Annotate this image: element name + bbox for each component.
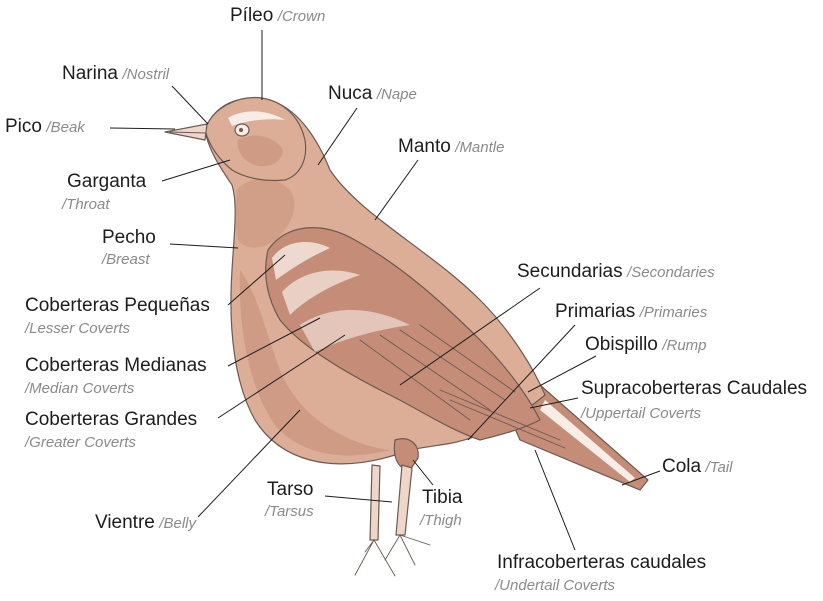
- label-secondaries: Secundarias /Secondaries: [517, 262, 715, 281]
- leader-line-nostril: [172, 86, 208, 124]
- leader-line-nape: [318, 108, 357, 165]
- label-greater-coverts-en-row: /Greater Coverts: [25, 435, 136, 451]
- feet: [355, 535, 430, 576]
- label-primaries-es: Primarias: [555, 301, 635, 322]
- label-tail: Cola /Tail: [662, 457, 733, 476]
- eye-pupil: [239, 128, 243, 132]
- label-tarsus-es: Tarso: [267, 479, 313, 500]
- label-breast-en-row: /Breast: [102, 252, 150, 268]
- bird-figure: [165, 98, 648, 576]
- label-belly: Vientre /Belly: [95, 513, 196, 532]
- label-breast: Pecho: [102, 228, 156, 247]
- label-primaries-en: Primaries: [644, 304, 707, 321]
- label-greater-coverts-es: Coberteras Grandes: [25, 409, 197, 430]
- label-median-coverts-en: Median Coverts: [29, 380, 134, 397]
- label-nape-en: Nape: [381, 86, 417, 103]
- label-median-coverts-en-row: /Median Coverts: [25, 381, 134, 397]
- label-lesser-coverts: Coberteras Pequeñas: [25, 296, 210, 315]
- label-median-coverts-es: Coberteras Medianas: [25, 355, 207, 376]
- label-beak-en: Beak: [51, 119, 85, 136]
- label-breast-en: Breast: [106, 251, 149, 268]
- label-nostril: Narina /Nostril: [62, 64, 169, 83]
- leader-line-thigh: [413, 460, 433, 485]
- label-belly-es: Vientre: [95, 512, 155, 533]
- label-thigh-es: Tibia: [422, 487, 462, 508]
- label-lesser-coverts-en: Lesser Coverts: [29, 320, 130, 337]
- label-secondaries-es: Secundarias: [517, 261, 623, 282]
- leg-tarsus: [396, 465, 412, 535]
- label-crown: Píleo /Crown: [230, 6, 325, 25]
- label-undertail-coverts-en-row: /Undertail Coverts: [495, 578, 615, 594]
- leader-line-throat: [162, 160, 230, 181]
- label-nostril-en: Nostril: [127, 66, 170, 83]
- label-uppertail-coverts-es: Supracoberteras Caudales: [581, 378, 807, 399]
- label-uppertail-coverts: Supracoberteras Caudales /Uppertail Cove…: [581, 377, 821, 426]
- label-mantle: Manto /Mantle: [398, 137, 504, 156]
- label-throat: Garganta: [67, 172, 146, 191]
- label-lesser-coverts-es: Coberteras Pequeñas: [25, 295, 210, 316]
- label-rump-en: Rump: [667, 337, 707, 354]
- label-tarsus-en-row: /Tarsus: [265, 504, 314, 520]
- label-greater-coverts: Coberteras Grandes: [25, 410, 197, 429]
- leader-line-belly: [198, 410, 300, 517]
- leader-line-undertail-coverts: [535, 450, 575, 550]
- label-nape-es: Nuca: [328, 83, 372, 104]
- leg-rear: [370, 465, 380, 540]
- label-thigh-en: Thigh: [424, 512, 462, 529]
- label-mantle-en: Mantle: [459, 139, 504, 156]
- label-beak: Pico /Beak: [5, 117, 85, 136]
- label-undertail-coverts-es: Infracoberteras caudales: [497, 552, 706, 573]
- label-rump-es: Obispillo: [585, 334, 658, 355]
- label-tail-es: Cola: [662, 456, 701, 477]
- label-lesser-coverts-en-row: /Lesser Coverts: [25, 321, 130, 337]
- label-tail-en: Tail: [710, 459, 733, 476]
- label-primaries: Primarias /Primaries: [555, 302, 707, 321]
- label-beak-es: Pico: [5, 116, 42, 137]
- label-secondaries-en: Secondaries: [631, 264, 714, 281]
- label-undertail-coverts: Infracoberteras caudales: [497, 553, 706, 572]
- leader-line-breast: [170, 244, 238, 248]
- label-tarsus-en: Tarsus: [269, 503, 313, 520]
- label-tarsus: Tarso: [267, 480, 313, 499]
- label-rump: Obispillo /Rump: [585, 335, 707, 354]
- label-throat-es: Garganta: [67, 171, 146, 192]
- label-greater-coverts-en: Greater Coverts: [29, 434, 136, 451]
- label-crown-es: Píleo: [230, 5, 273, 26]
- label-throat-en: Throat: [66, 196, 109, 213]
- label-belly-en: Belly: [163, 515, 196, 532]
- label-uppertail-coverts-en: Uppertail Coverts: [585, 405, 701, 422]
- label-breast-es: Pecho: [102, 227, 156, 248]
- label-nape: Nuca /Nape: [328, 84, 417, 103]
- label-nostril-es: Narina: [62, 63, 118, 84]
- leader-line-mantle: [375, 160, 418, 220]
- leader-line-tarsus: [325, 496, 392, 502]
- label-throat-en-row: /Throat: [62, 197, 110, 213]
- leg-thigh: [394, 439, 418, 470]
- leader-line-beak: [110, 128, 175, 129]
- label-thigh: Tibia: [422, 488, 462, 507]
- label-median-coverts: Coberteras Medianas: [25, 356, 207, 375]
- label-crown-en: Crown: [282, 8, 325, 25]
- label-mantle-es: Manto: [398, 136, 451, 157]
- label-undertail-coverts-en: Undertail Coverts: [499, 577, 615, 594]
- label-thigh-en-row: /Thigh: [420, 513, 462, 529]
